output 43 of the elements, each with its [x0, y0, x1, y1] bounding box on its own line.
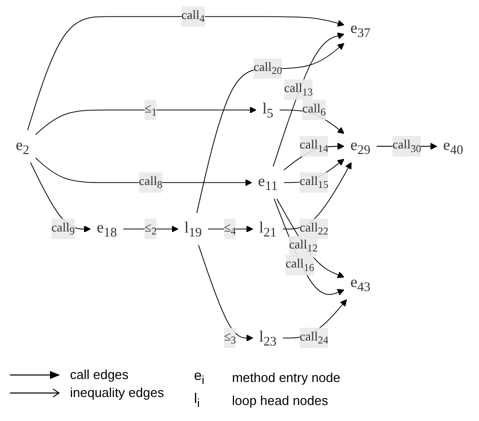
arrow [276, 198, 344, 278]
edge-label: call$_{8}$ [138, 174, 162, 191]
legend-text: inequality edges [70, 385, 164, 400]
node-text: l$_{19}$ [184, 219, 202, 240]
legend-text: call edges [70, 367, 129, 382]
symbol-label: e$_{i}$ [194, 367, 206, 388]
arrow [208, 226, 254, 232]
arrow [27, 16, 344, 131]
legend-text: method entry node [232, 370, 340, 385]
edge-label: call$_{13}$ [284, 82, 313, 98]
legend-text: loop head nodes [232, 392, 328, 408]
arrow [198, 244, 254, 342]
node-text: l$_{23}$ [259, 328, 277, 349]
node-text: e$_{2}$ [16, 136, 30, 157]
edge-label: ≤$_{3}$ [224, 330, 236, 346]
edge-label: ≤$_{4}$ [224, 221, 236, 237]
edge-label: call$_{22}$ [300, 221, 328, 237]
arrow [30, 162, 91, 232]
edge-label: call$_{30}$ [392, 138, 422, 154]
edge-label: call$_{12}$ [288, 238, 318, 254]
node-text: e$_{29}$ [350, 136, 370, 157]
edge-label: call$_{16}$ [286, 257, 314, 274]
edge-label: call$_{15}$ [300, 174, 328, 191]
node-text: e$_{18}$ [96, 219, 117, 240]
node-text: e$_{37}$ [350, 20, 370, 40]
node-text: l$_{5}$ [262, 100, 274, 121]
symbol-label: l$_{i}$ [194, 390, 201, 410]
node-text: e$_{40}$ [443, 136, 464, 157]
edge-label: call$_{4}$ [181, 8, 205, 25]
node-text: e$_{11}$ [258, 172, 278, 194]
edge-label: ≤$_{1}$ [144, 102, 157, 118]
node-text: l$_{21}$ [259, 219, 277, 240]
arrow [35, 158, 252, 186]
arrow [122, 226, 178, 232]
edge-label: ≤$_{2}$ [144, 221, 157, 237]
edge-label: call$_{20}$ [254, 60, 282, 77]
arrow [35, 106, 256, 135]
edge-label: call$_{6}$ [302, 102, 326, 118]
edge-label: call$_{14}$ [300, 138, 328, 154]
arrow [282, 162, 352, 230]
edge-label: call$_{24}$ [300, 330, 328, 346]
node-text: e$_{43}$ [350, 274, 370, 294]
edge-label: call$_{9}$ [51, 221, 75, 237]
